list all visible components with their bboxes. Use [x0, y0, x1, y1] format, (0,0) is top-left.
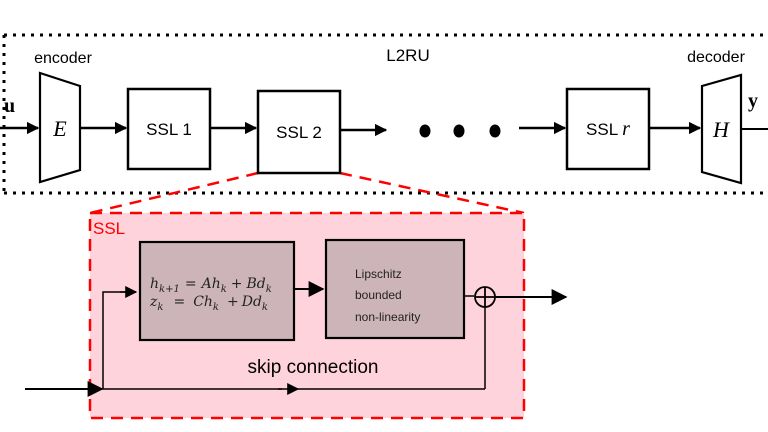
l2ru-frame — [2, 33, 768, 195]
ssl2-block — [256, 89, 342, 175]
ellipsis-dots — [419, 124, 501, 138]
sum-node-icon — [474, 286, 496, 308]
decoder-label: decoder — [687, 49, 745, 66]
nonlinearity-block — [324, 238, 466, 340]
equation-line-1: hk+1=Ahk+Bdk — [150, 276, 272, 295]
state-space-block — [138, 240, 296, 342]
ssl-detail-title: SSL — [93, 219, 125, 238]
input-symbol: u — [4, 95, 15, 117]
ssl2-label: SSL 2 — [276, 123, 322, 142]
output-symbol: y — [748, 90, 758, 112]
ssl1-block — [126, 87, 212, 171]
sslr-block — [565, 87, 651, 171]
encoder-label: encoder — [34, 50, 92, 67]
encoder-symbol: E — [52, 116, 67, 141]
decoder-symbol: H — [712, 117, 730, 142]
nonlinearity-text: Lipschitz bounded non-linearity — [355, 267, 420, 324]
decoder-block — [700, 73, 743, 185]
nonlinearity-line-3: non-linearity — [355, 310, 420, 324]
nonlinearity-line-1: Lipschitz — [355, 267, 402, 281]
equation-line-2: zk=Chk+Ddk — [149, 294, 268, 313]
ssl1-label: SSL 1 — [146, 120, 192, 139]
encoder-block — [38, 71, 82, 184]
nonlinearity-line-2: bounded — [355, 288, 402, 302]
skip-connection-label: skip connection — [248, 357, 379, 378]
l2ru-title: L2RU — [386, 46, 429, 65]
zoom-connector — [89, 171, 525, 215]
state-space-equations: hk+1=Ahk+Bdk zk=Chk+Ddk — [149, 276, 272, 313]
